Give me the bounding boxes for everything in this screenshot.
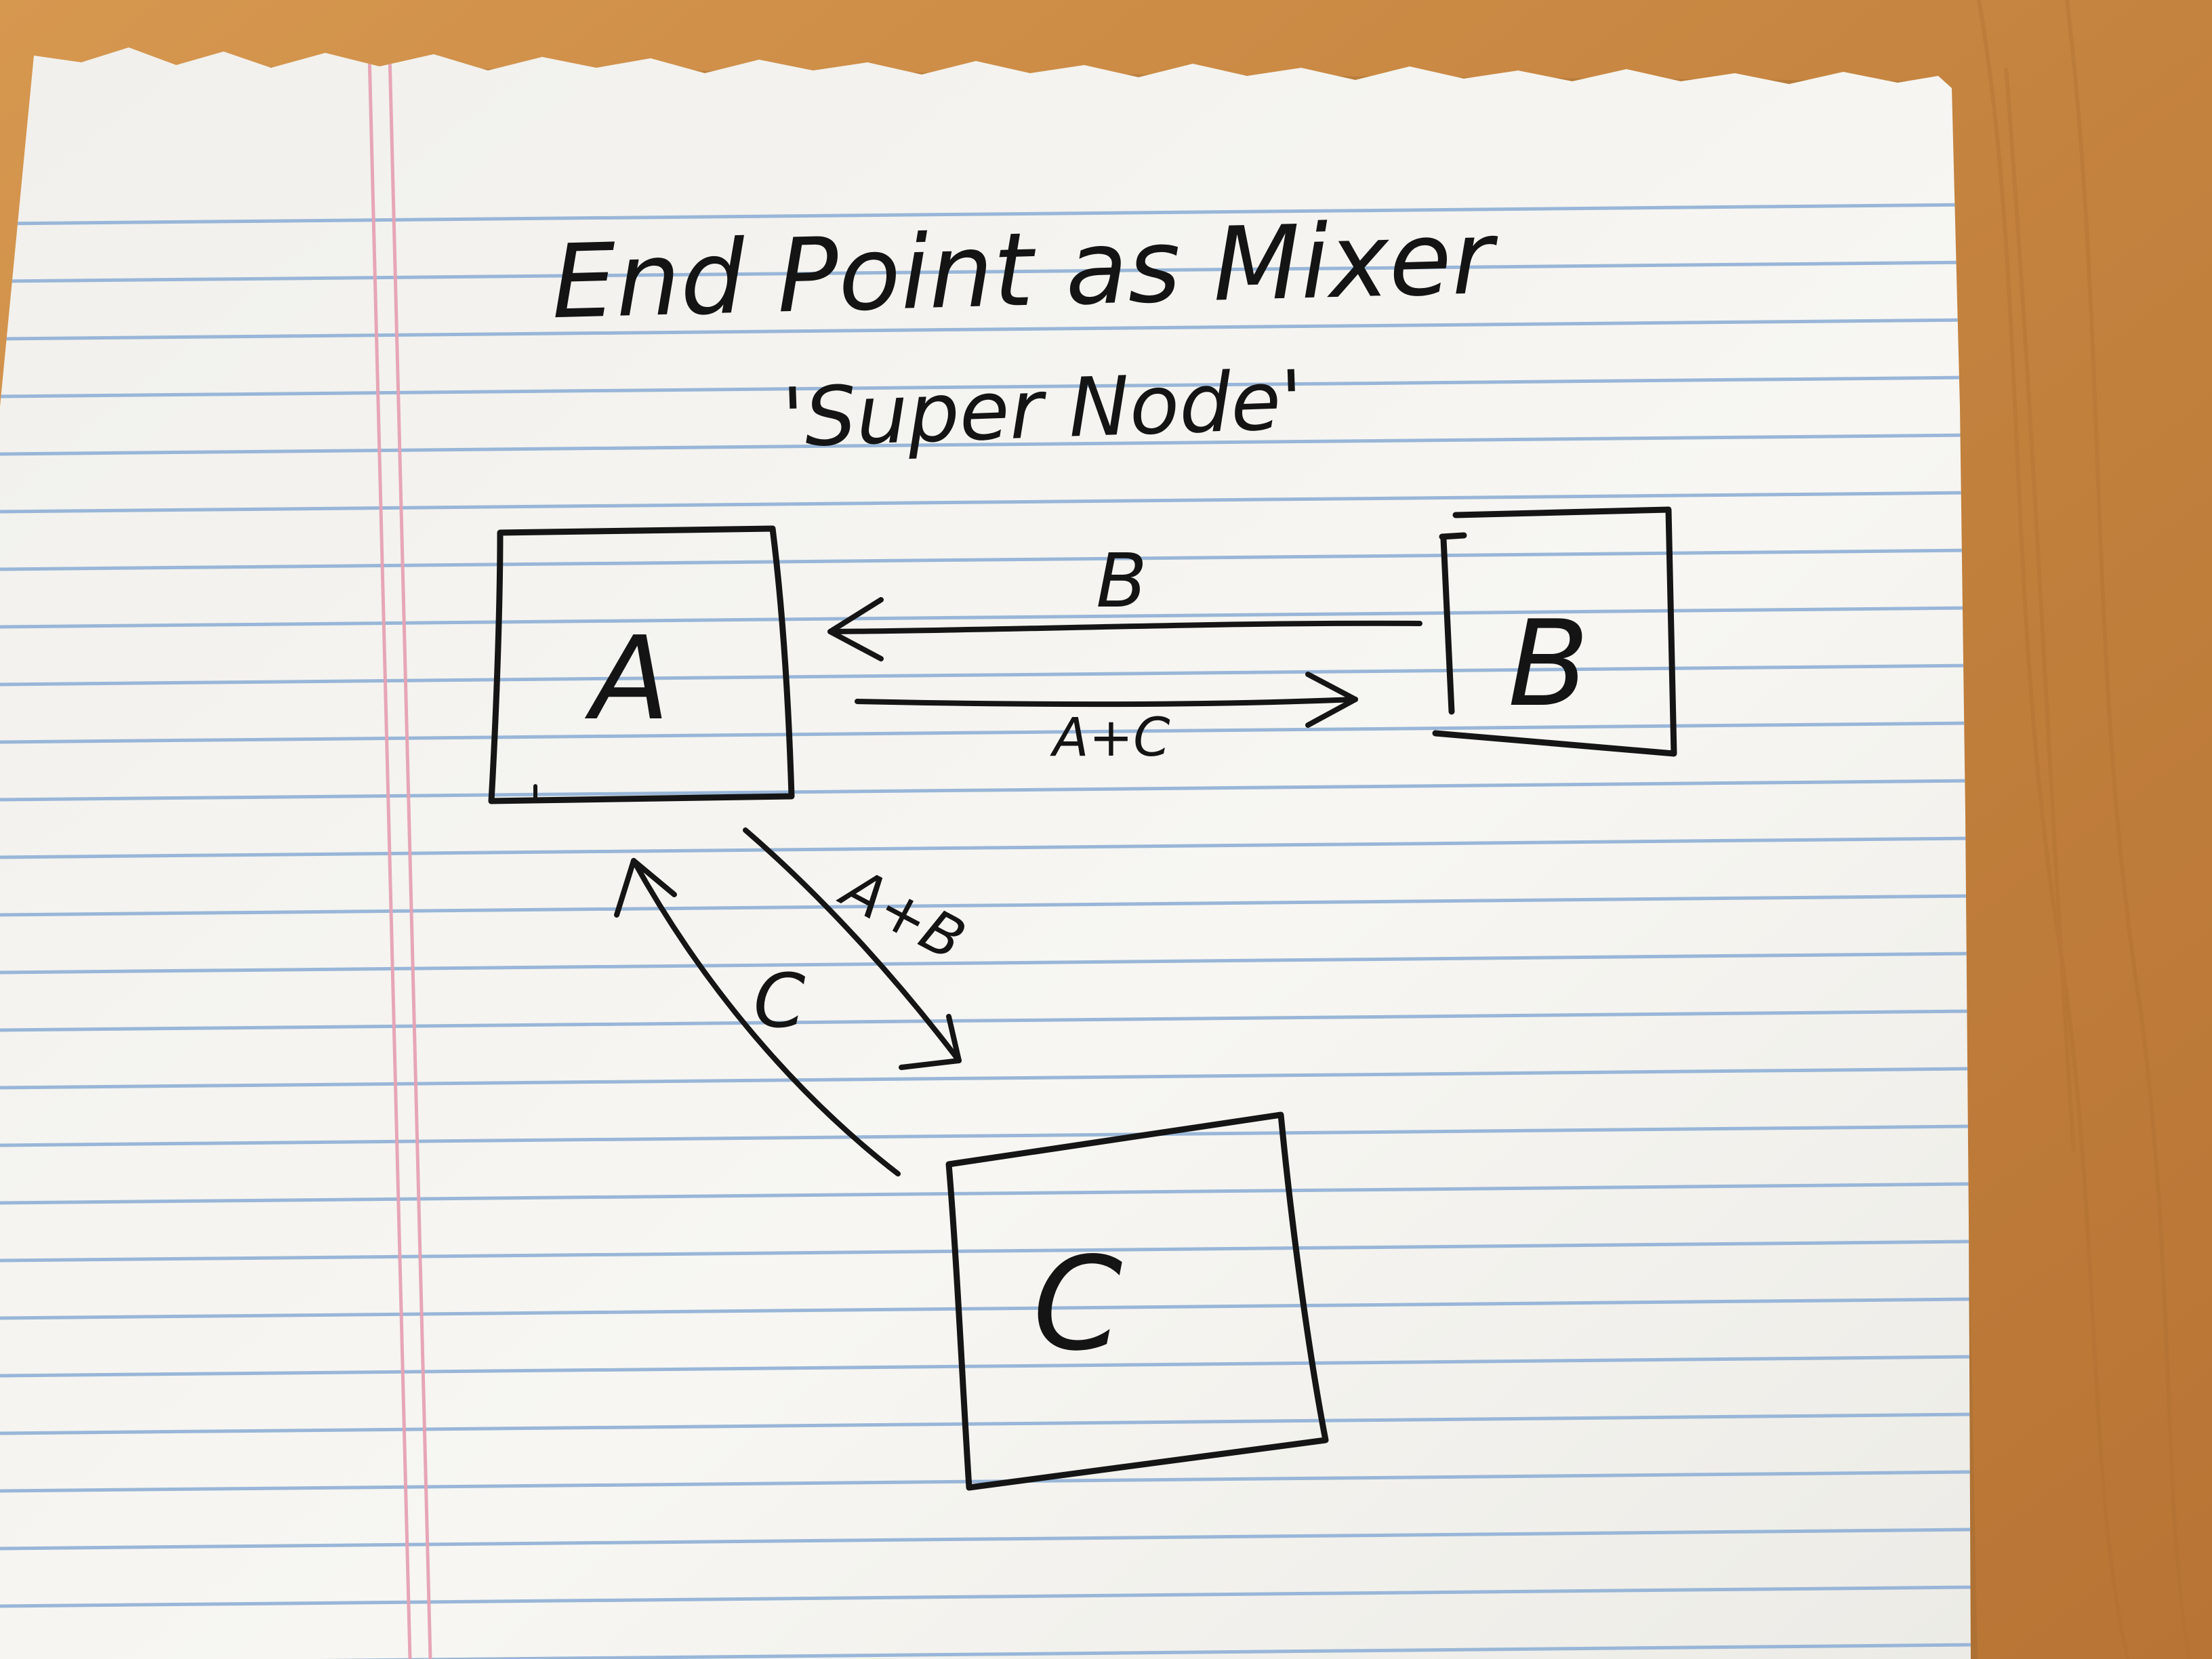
ruled-line — [0, 1412, 1971, 1435]
node-b-label: B — [1508, 596, 1589, 733]
edge-a-to-b: A+C — [855, 672, 1358, 769]
ruled-line — [0, 1124, 1971, 1147]
node-c-label: C — [1033, 1229, 1123, 1379]
edge-c-to-a: C — [614, 858, 901, 1176]
ruled-line — [0, 1355, 1971, 1378]
ruled-line — [0, 375, 1971, 398]
ruled-line — [0, 203, 1971, 226]
ruled-line — [0, 548, 1971, 571]
node-b: B — [1432, 506, 1677, 757]
ruled-line — [0, 1240, 1971, 1263]
ruled-line — [0, 433, 1971, 456]
ruled-line — [0, 1182, 1971, 1205]
ruled-line — [0, 1585, 1971, 1608]
ruled-line — [0, 894, 1971, 917]
ruled-line — [0, 606, 1971, 629]
node-c-box — [945, 1111, 1329, 1491]
ruled-line — [0, 779, 1971, 802]
ruled-line — [0, 491, 1971, 514]
edge-a-to-b-label: A+C — [1049, 708, 1170, 769]
ruled-line — [0, 1067, 1971, 1090]
notebook-paper — [0, 47, 1971, 1659]
ruled-line — [0, 663, 1971, 687]
edge-b-to-a-label: B — [1096, 537, 1147, 624]
ruled-line — [0, 951, 1971, 975]
ruled-line — [0, 318, 1971, 341]
node-c: C — [945, 1111, 1329, 1491]
ruled-line — [0, 1643, 1971, 1659]
ruled-line — [0, 260, 1971, 283]
ruled-line — [0, 1009, 1971, 1032]
ruled-lines — [0, 203, 1971, 1659]
node-a: A — [488, 525, 795, 804]
node-a-label: A — [584, 612, 670, 746]
ruled-line — [0, 836, 1971, 859]
diagram-title: End Point as Mixer — [550, 199, 1500, 342]
margin-lines — [367, 54, 432, 1659]
ruled-line — [0, 1470, 1971, 1493]
desk-grain — [1977, 0, 2191, 1659]
ruled-line — [0, 721, 1971, 744]
ruled-line — [0, 1528, 1971, 1551]
node-a-box — [488, 525, 795, 804]
ruled-line — [0, 1297, 1971, 1320]
diagram-subtitle: 'Super Node' — [781, 354, 1305, 466]
edge-b-to-a: B — [827, 537, 1422, 661]
node-b-box — [1432, 506, 1677, 757]
edge-c-to-a-label: C — [754, 958, 806, 1044]
